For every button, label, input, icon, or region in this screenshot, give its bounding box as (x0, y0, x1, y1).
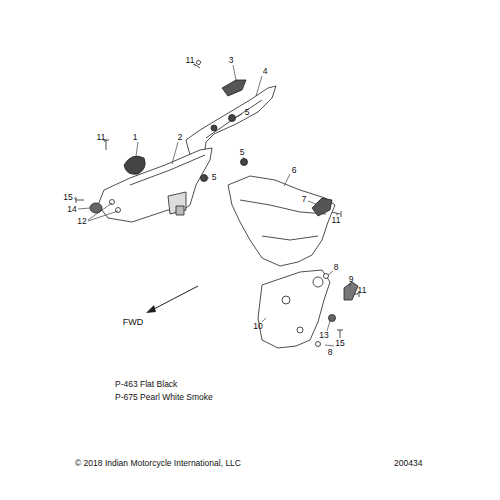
nut (229, 115, 236, 122)
callout-number: 10 (253, 322, 262, 331)
upper-panel-edge (206, 100, 262, 138)
callout-number: 5 (245, 108, 250, 117)
callout-number: 7 (302, 195, 307, 204)
callout-number: 8 (334, 263, 339, 272)
callout-number: 12 (77, 217, 86, 226)
callout-number: 4 (263, 67, 268, 76)
right-cover (228, 176, 335, 266)
bushing (329, 315, 336, 322)
washer (324, 274, 329, 279)
color-code-note: P-463 Flat Black (115, 380, 177, 389)
copyright-notice: © 2018 Indian Motorcycle International, … (75, 459, 241, 468)
callout-number: 15 (63, 193, 72, 202)
leader-lines (74, 64, 358, 346)
callout-number: 5 (240, 148, 245, 157)
side-cover (98, 148, 212, 222)
callout-number: 1 (133, 133, 138, 142)
drawing-number: 200434 (394, 459, 422, 468)
forward-arrow (146, 286, 198, 313)
color-code-note: P-675 Pearl White Smoke (115, 393, 213, 402)
callout-number: 6 (292, 166, 297, 175)
emblem (312, 198, 332, 216)
screw (76, 197, 84, 203)
callout-number: 9 (349, 275, 354, 284)
cap (124, 156, 145, 174)
callout-number: 13 (319, 331, 328, 340)
latch (344, 282, 358, 300)
pad (222, 80, 246, 96)
bracket-hole (313, 277, 323, 287)
screw (103, 140, 109, 150)
bracket-hole (297, 327, 303, 333)
nut (201, 175, 208, 182)
callout-number: 15 (335, 339, 344, 348)
callout-number: 2 (178, 133, 183, 142)
bracket (258, 270, 330, 348)
callout-number: 3 (229, 56, 234, 65)
direction-label: FWD (123, 318, 144, 327)
callout-number: 11 (97, 133, 106, 142)
nut (241, 159, 248, 166)
callout-number: 14 (67, 205, 76, 214)
callout-number: 8 (328, 348, 333, 357)
callout-number: 11 (186, 56, 195, 65)
screw (337, 330, 343, 338)
callout-number: 11 (358, 286, 367, 295)
callout-number: 5 (212, 173, 217, 182)
nut (211, 125, 217, 131)
side-cover-tab (176, 206, 184, 215)
screw (194, 60, 201, 68)
bracket-hole (282, 296, 290, 304)
right-cover-edge (262, 236, 318, 240)
clip (110, 200, 115, 205)
washer (316, 342, 321, 347)
side-cover-mount (168, 192, 186, 214)
callout-number: 11 (332, 216, 341, 225)
